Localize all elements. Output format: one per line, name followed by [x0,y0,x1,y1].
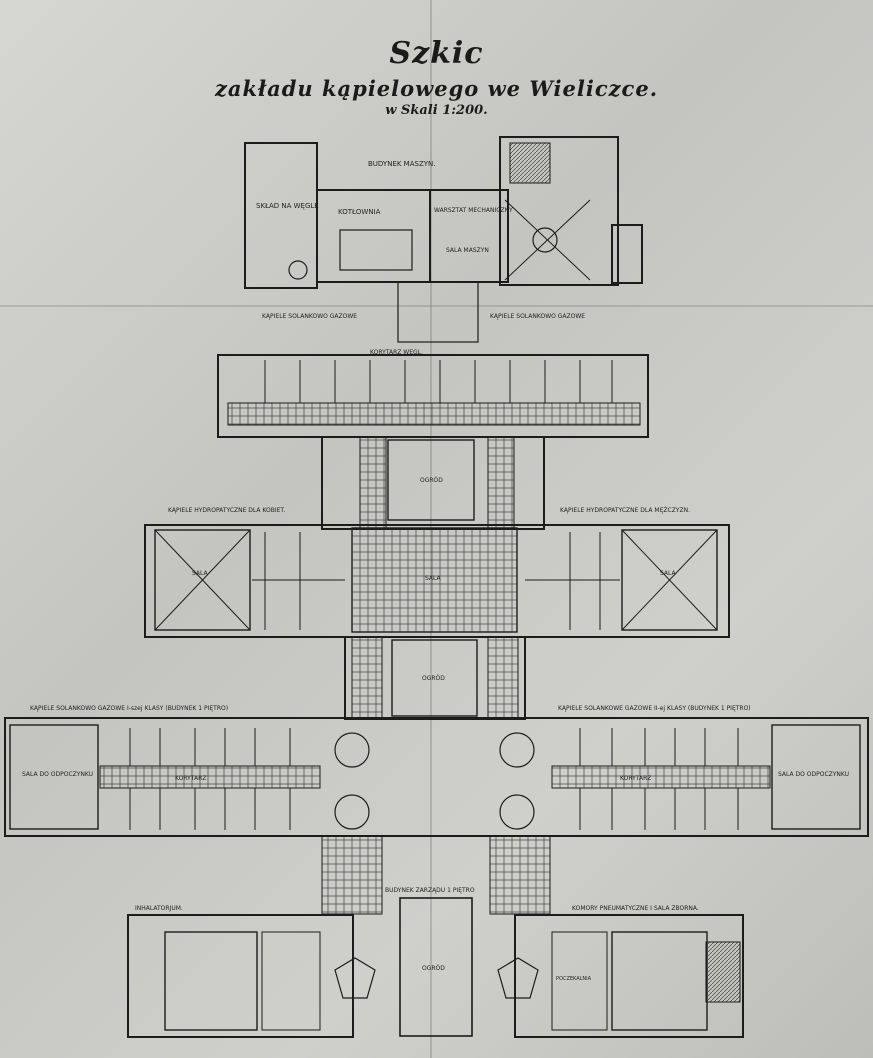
label-pneumatic: KOMORY PNEUMATYCZNE I SALA ZBORNA. [572,905,699,912]
engine-wheel [532,227,558,253]
courtyard-lower [391,639,478,717]
lower-wing-outline [4,717,869,837]
label-hall-left: SALA [192,570,209,577]
vestibule-left [334,957,376,999]
label-rest-room-left: SALA DO ODPOCZYNKU [22,771,93,778]
label-corridor-right: KORYTARZ [620,775,651,782]
corridor-right [551,765,771,789]
label-waiting-room: POCZEKALNIA [556,976,592,982]
label-courtyard-upper: OGRÓD [420,477,443,484]
pneumatic-chamber [705,941,741,1003]
boiler-room [316,189,431,283]
label-workshop: WARSZTAT MECHANICZNY [434,207,513,214]
cabin-partitions [129,360,739,830]
machine-annex [611,224,643,284]
machine-hall-room [499,136,619,286]
lower-bath-wing [4,717,869,837]
pool-4 [499,794,535,830]
pool-3 [334,794,370,830]
label-inhalatorium: INHALATORJUM. [135,905,183,912]
plan-subtitle: zakładu kąpielowego we Wieliczce. [214,76,659,101]
courtyard-upper [387,439,475,521]
label-rest-room-right: SALA DO ODPOCZYNKU [778,771,849,778]
upper-corridor [227,402,641,426]
label-hall-right: SALA [660,570,677,577]
label-coal-store: SKŁAD NA WĘGLE [256,202,319,210]
pool-2 [499,732,535,768]
label-brine-baths-right: KĄPIELE SOLANKOWO GAZOWE [490,313,585,320]
pneumatic-wing [497,914,744,1038]
central-tiled-hall [351,527,518,633]
plan-title: Szkic [389,36,484,71]
vestibule-right [497,957,539,999]
label-admin-building: BUDYNEK ZARZĄDU 1 PIĘTRO [385,887,475,894]
inhalatorium-wing [127,914,376,1038]
rest-room-left [9,724,99,830]
rest-room-right [771,724,861,830]
upper-bath-wing [217,354,649,438]
label-hydro-men: KĄPIELE HYDROPATYCZNE DLA MĘŻCZYZN. [560,507,690,514]
inhalation-hall [164,931,258,1031]
label-hydro-women: KĄPIELE HYDROPATYCZNE DLA KOBIET. [168,507,285,514]
workshop-room [429,189,509,283]
assembly-hall [611,931,708,1031]
pool-1 [334,732,370,768]
label-boiler-room: KOTŁOWNIA [338,208,381,216]
pneumatic-outline [514,914,744,1038]
label-central-hall: SALA [425,575,442,582]
inhal-cabins [261,931,321,1031]
passage-to-baths [397,281,479,343]
label-corridor-top: KORYTARZ WĘGL. [370,349,423,356]
hall-women [154,529,251,631]
boiler [339,229,413,271]
stair-right [489,835,551,915]
corridor-left [99,765,321,789]
admin-building [399,897,473,1037]
machine-building [244,136,643,289]
label-brine-1st-class: KĄPIELE SOLANKOWO GAZOWE I-szej KLASY (B… [30,705,228,712]
label-corridor-left: KORYTARZ [175,775,206,782]
stair-machine [509,142,551,184]
label-machine-hall: SALA MASZYN [446,247,489,254]
stair-left [321,835,383,915]
inhalatorium-outline [127,914,354,1038]
paper-fold-horizontal [0,305,873,307]
label-courtyard-bottom: OGRÓD [422,965,445,972]
waiting-room [551,931,608,1031]
hall-men [621,529,718,631]
label-machine-building: BUDYNEK MASZYN. [368,160,436,168]
label-brine-2nd-class: KĄPIELE SOLANKOWE GAZOWE II-ej KLASY (BU… [558,705,751,712]
coal-hopper [288,260,308,280]
label-courtyard-lower: OGRÓD [422,675,445,682]
plan-scale: w Skali 1:200. [385,103,488,118]
label-brine-baths-left: KĄPIELE SOLANKOWO GAZOWE [262,313,357,320]
